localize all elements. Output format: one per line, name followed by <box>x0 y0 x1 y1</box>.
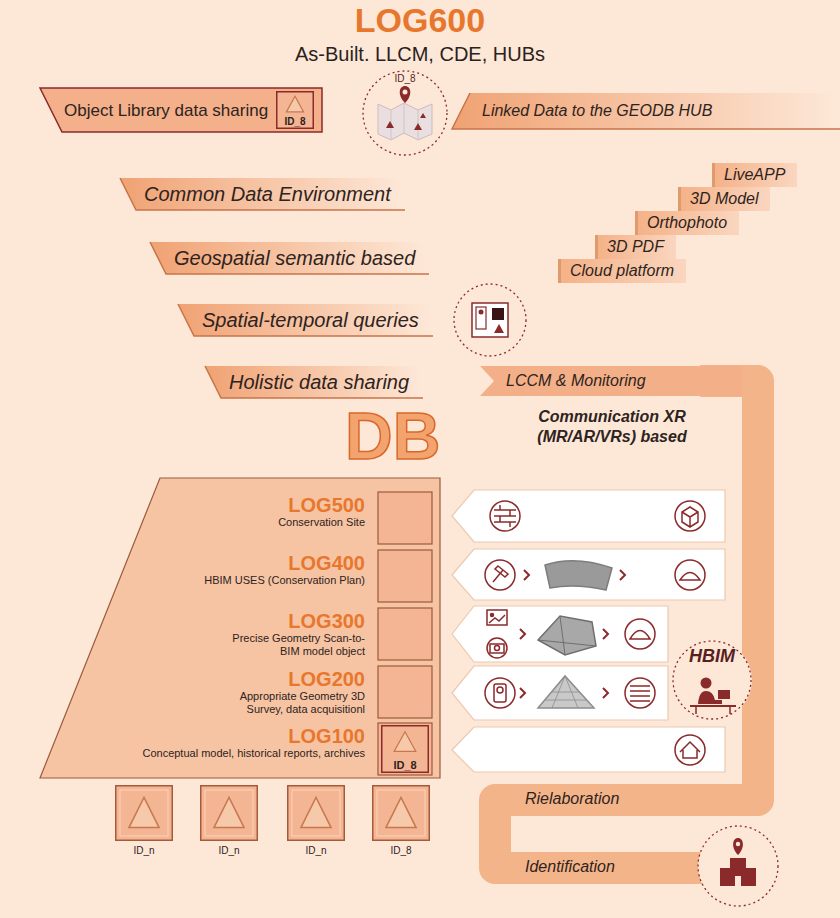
id-object: ID_n <box>287 785 345 841</box>
log-heading: LOG500 <box>40 494 365 516</box>
log-description: Conservation Site <box>155 516 365 529</box>
output-step: 3D Model <box>678 187 770 211</box>
query-icon <box>454 284 526 356</box>
band-text: Common Data Environment <box>144 182 391 206</box>
circle-text: HBIM <box>672 646 752 666</box>
id-label: ID_8 <box>362 845 440 857</box>
id-object-shape <box>115 785 173 841</box>
feature-band: Geospatial semantic based <box>150 242 429 274</box>
identification-icon <box>698 826 778 906</box>
log-heading: LOG200 <box>40 668 365 690</box>
output-step: 3D PDF <box>595 235 676 259</box>
log-description: Appropriate Geometry 3D Survey, data acq… <box>225 690 365 715</box>
subtitle: As-Built. LLCM, CDE, HUBs <box>0 42 840 66</box>
log-level: LOG300Precise Geometry Scan-to-BIM model… <box>40 606 375 662</box>
xr-note: Communication XR (MR/AR/VRs) based <box>522 407 702 447</box>
map-icon <box>378 86 432 140</box>
log-heading: LOG300 <box>40 610 365 632</box>
log-level: LOG500Conservation Site <box>40 490 375 546</box>
step-text: 3D Model <box>690 187 758 211</box>
flow-step: Identification <box>525 857 615 877</box>
hbim-circle: HBIM <box>672 640 752 720</box>
band-text: Linked Data to the GEODB HUB <box>482 101 712 121</box>
log-description: HBIM USES (Conservation Plan) <box>155 574 365 587</box>
log-level: LOG400HBIM USES (Conservation Plan) <box>40 548 375 604</box>
log-squares <box>378 492 432 775</box>
band-text: Object Library data sharing <box>64 100 268 121</box>
band-text: Holistic data sharing <box>229 370 409 394</box>
band-text: Spatial-temporal queries <box>202 308 419 332</box>
id-object-shape <box>372 785 430 841</box>
diagram-title: LOG600 <box>0 0 840 40</box>
band-text: Geospatial semantic based <box>174 246 415 270</box>
log-heading: LOG100 <box>40 725 365 747</box>
id-label: ID_n <box>105 845 183 857</box>
step-text: LiveAPP <box>724 163 785 187</box>
id-object: ID_n <box>200 785 258 841</box>
step-text: 3D PDF <box>607 235 664 259</box>
id-label: ID_n <box>190 845 268 857</box>
db-heading: DB <box>345 398 440 474</box>
feature-band: Common Data Environment <box>120 178 405 210</box>
log-heading: LOG400 <box>40 552 365 574</box>
flag-text: LCCM & Monitoring <box>506 366 730 396</box>
id-text: ID_8 <box>284 116 305 128</box>
id-object: ID_n <box>115 785 173 841</box>
step-text: Orthophoto <box>647 211 727 235</box>
flow-step: Rielaboration <box>525 789 619 809</box>
id-box: ID_8 <box>381 725 429 773</box>
output-step: Cloud platform <box>558 259 686 283</box>
circle-text: ID_8 <box>362 73 448 85</box>
library-band: Object Library data sharingID_8 <box>40 88 322 132</box>
log-description: Precise Geometry Scan-to-BIM model objec… <box>225 632 365 657</box>
note-text: Rielaboration <box>525 789 619 809</box>
log-level: LOG100Conceptual model, historical repor… <box>40 721 375 777</box>
map-circle: ID_8 <box>362 70 448 156</box>
note-text: Communication XR (MR/AR/VRs) based <box>522 407 702 447</box>
hbim-figure <box>672 640 752 720</box>
log-level: LOG200Appropriate Geometry 3D Survey, da… <box>40 664 375 720</box>
id-label: ID_n <box>277 845 355 857</box>
id-text: ID_8 <box>393 759 416 772</box>
id-object: ID_8 <box>372 785 430 841</box>
id-object-shape <box>200 785 258 841</box>
level-arrows <box>452 490 725 772</box>
note-text: Identification <box>525 857 615 877</box>
feature-band: Spatial-temporal queries <box>178 304 433 336</box>
level-icons <box>485 501 705 765</box>
db-trapezoid <box>40 478 440 778</box>
step-text: Cloud platform <box>570 259 674 283</box>
monitoring-flag: LCCM & Monitoring <box>480 366 742 396</box>
hub-band: Linked Data to the GEODB HUB <box>452 93 840 129</box>
id-box: ID_8 <box>276 91 314 129</box>
log-description: Conceptual model, historical reports, ar… <box>40 747 365 760</box>
output-step: Orthophoto <box>635 211 739 235</box>
id-object-shape <box>287 785 345 841</box>
output-step: LiveAPP <box>712 163 797 187</box>
feature-band: Holistic data sharing <box>205 366 423 398</box>
